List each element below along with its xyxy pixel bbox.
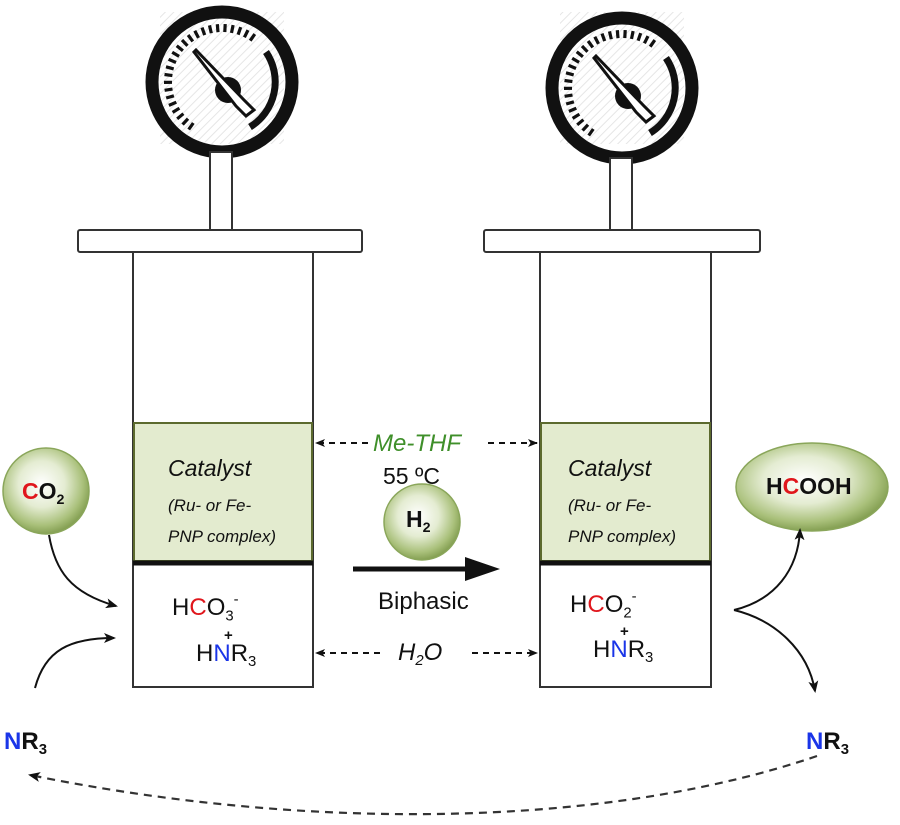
amine-input-arrow	[34, 633, 116, 689]
gauge-tick	[171, 50, 180, 58]
pressure-gauge-icon	[545, 11, 699, 165]
catalyst-line1-left: (Ru- or Fe-	[168, 496, 252, 515]
gauge-tick	[176, 112, 185, 121]
h2-label: H2	[406, 506, 431, 536]
amine-output-arrow	[733, 609, 819, 693]
gauge-tick	[575, 50, 584, 59]
gauge-tick	[200, 27, 207, 36]
co2-sphere	[2, 447, 90, 535]
organic-phase-label: Me-THF	[373, 430, 461, 457]
gauge-tick	[580, 44, 589, 53]
gauge-tick	[168, 100, 177, 107]
gauge-tick	[181, 117, 190, 126]
hcooh-ellipse	[735, 442, 889, 532]
h2-sphere	[383, 483, 461, 561]
gauge-tick	[607, 31, 613, 40]
gauge-tick	[236, 26, 243, 36]
catalyst-title-left: Catalyst	[168, 455, 252, 481]
gauge-tick	[593, 36, 600, 45]
gauge-tick	[629, 30, 635, 40]
catalyst-line2-right: PNP complex)	[568, 527, 677, 546]
formate-label: HCO2-	[570, 589, 637, 622]
gauge-tick	[564, 78, 573, 84]
ammonium-label-right: HNR3	[593, 636, 654, 667]
catalyst-title-right: Catalyst	[568, 455, 652, 481]
gauge-tick	[568, 106, 577, 113]
gauge-tick	[187, 122, 195, 131]
gauge-tick	[586, 40, 595, 49]
gauge-tick	[164, 72, 173, 78]
gauge-tick	[242, 29, 250, 39]
gauge-tick	[215, 24, 220, 33]
amine-label-right: NR3	[806, 728, 849, 759]
temperature-label: 55 ºC	[383, 463, 440, 489]
right-reactor	[483, 11, 761, 688]
gauge-tick	[571, 112, 581, 120]
gauge-tick	[180, 38, 189, 47]
gauge-tick	[636, 32, 643, 42]
formic-acid-label: HCOOH	[766, 473, 852, 499]
process-label: Biphasic	[378, 588, 469, 615]
gauge-tick	[564, 93, 573, 98]
co2-input-arrow	[48, 534, 118, 609]
ammonium-charge-right: +	[620, 623, 629, 640]
gauge-tick	[587, 128, 595, 137]
gauge-tick	[571, 56, 580, 64]
gauge-tick	[565, 100, 575, 106]
gauge-tick	[167, 57, 177, 64]
gauge-tick	[648, 39, 657, 48]
reaction-arrow	[353, 557, 500, 581]
gauge-tick	[600, 33, 607, 42]
co2-label: CO2	[22, 478, 65, 508]
hcooh-output-arrow	[733, 528, 805, 611]
catalyst-line2-left: PNP complex)	[168, 527, 277, 546]
gauge-tick	[615, 30, 620, 39]
amine-label-left: NR3	[4, 728, 47, 759]
left-reactor	[77, 5, 363, 688]
ammonium-label-left: HNR3	[196, 640, 257, 671]
gauge-tick	[175, 44, 184, 53]
gauge-tick	[567, 63, 577, 70]
gauge-tick	[165, 94, 175, 100]
aqueous-phase-label: H2O	[398, 639, 443, 670]
gauge-tick	[248, 33, 257, 42]
bicarbonate-label: HCO3-	[172, 592, 239, 625]
gauge-tick	[164, 87, 173, 92]
gauge-tick	[642, 35, 650, 45]
gauge-tick	[171, 106, 181, 114]
ammonium-charge-left: +	[224, 627, 233, 644]
gauge-tick	[581, 123, 590, 132]
gauge-tick	[193, 30, 200, 39]
gauge-tick	[186, 34, 195, 43]
catalyst-line1-right: (Ru- or Fe-	[568, 496, 652, 515]
gauge-tick	[207, 25, 213, 34]
amine-recycle-arrow	[28, 754, 818, 816]
gauge-tick	[165, 65, 175, 71]
gauge-tick	[576, 118, 585, 127]
catalyst-phase-left	[133, 422, 313, 562]
gauge-tick	[229, 24, 235, 34]
pressure-gauge-icon	[145, 5, 299, 159]
gauge-tick	[565, 71, 575, 77]
